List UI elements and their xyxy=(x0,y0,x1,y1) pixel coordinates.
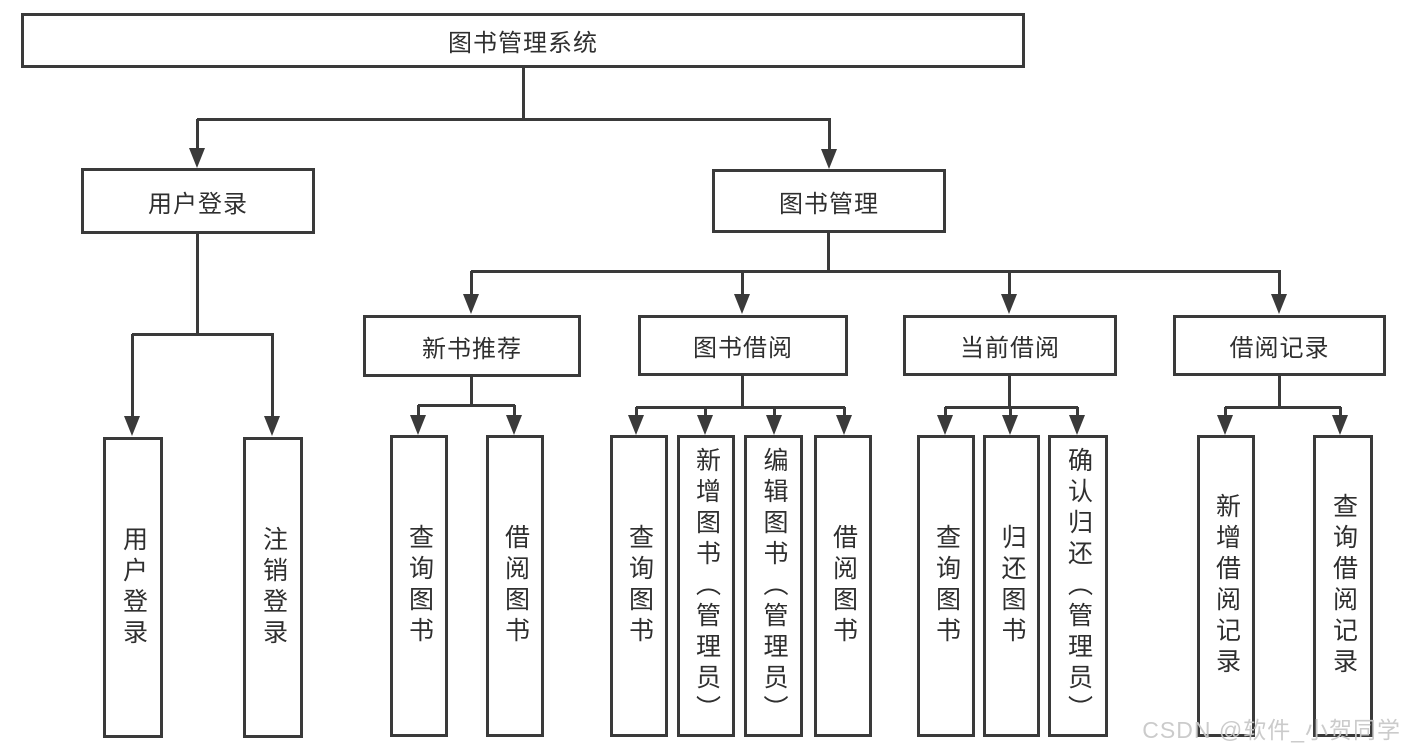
node-label: 借阅图书 xyxy=(501,524,530,648)
node-label: 图书借阅 xyxy=(693,335,793,362)
node-label: 借阅图书 xyxy=(829,524,858,648)
arrowhead-down-icon xyxy=(463,294,479,314)
connector-line xyxy=(1278,376,1281,407)
connector-line xyxy=(131,334,134,424)
arrowhead-down-icon xyxy=(1002,415,1018,435)
node-label: 归还图书 xyxy=(998,524,1026,648)
node-user-login-branch: 用户登录 xyxy=(81,168,315,234)
arrowhead-down-icon xyxy=(124,416,140,436)
node-label: 当前借阅 xyxy=(960,335,1060,362)
node-label: 查询借阅记录 xyxy=(1329,493,1358,679)
arrowhead-down-icon xyxy=(821,149,837,169)
connector-line xyxy=(271,334,274,424)
arrowhead-down-icon xyxy=(264,416,280,436)
connector-line xyxy=(1008,271,1011,305)
connector-line xyxy=(1278,271,1281,305)
connector-line xyxy=(196,119,199,159)
node-leaf-confirm-return-admin: 确认归还（管理员） xyxy=(1048,435,1108,737)
arrowhead-down-icon xyxy=(410,415,426,435)
watermark: CSDN @软件_小贺同学 xyxy=(1142,717,1401,743)
connector-line xyxy=(636,406,845,409)
node-leaf-logout: 注销登录 xyxy=(243,437,303,738)
connector-line xyxy=(1008,376,1011,407)
node-current-borrowing: 当前借阅 xyxy=(903,315,1117,376)
arrowhead-down-icon xyxy=(1217,415,1233,435)
arrowhead-down-icon xyxy=(937,415,953,435)
node-label: 图书管理 xyxy=(779,190,879,218)
node-new-book-recommend: 新书推荐 xyxy=(363,315,581,377)
node-label: 新增借阅记录 xyxy=(1212,493,1241,679)
connector-line xyxy=(196,234,199,334)
node-label: 借阅记录 xyxy=(1229,335,1330,362)
node-root: 图书管理系统 xyxy=(21,13,1025,68)
connector-line xyxy=(828,119,831,160)
connector-line xyxy=(470,377,473,405)
node-leaf-add-books-admin: 新增图书（管理员） xyxy=(677,435,735,737)
node-leaf-query-borrow-record: 查询借阅记录 xyxy=(1313,435,1373,737)
node-label: 编辑图书（管理员） xyxy=(760,446,788,726)
node-leaf-query-books-3: 查询图书 xyxy=(917,435,975,737)
node-label: 查询图书 xyxy=(932,524,961,648)
node-label: 查询图书 xyxy=(625,524,654,648)
node-label: 注销登录 xyxy=(259,525,288,650)
node-label: 确认归还（管理员） xyxy=(1064,446,1093,726)
node-label: 查询图书 xyxy=(405,524,434,648)
arrowhead-down-icon xyxy=(766,415,782,435)
connector-line xyxy=(741,376,744,407)
arrowhead-down-icon xyxy=(1332,415,1348,435)
arrowhead-down-icon xyxy=(628,415,644,435)
node-leaf-user-login: 用户登录 xyxy=(103,437,163,738)
connector-line xyxy=(132,333,274,336)
node-label: 新增图书（管理员） xyxy=(692,446,721,726)
arrowhead-down-icon xyxy=(697,415,713,435)
node-borrowing-records: 借阅记录 xyxy=(1173,315,1386,376)
arrowhead-down-icon xyxy=(734,294,750,314)
node-leaf-borrow-books-2: 借阅图书 xyxy=(814,435,872,737)
arrowhead-down-icon xyxy=(1069,415,1085,435)
connector-line xyxy=(197,118,831,121)
connector-line xyxy=(827,233,830,271)
node-label: 用户登录 xyxy=(148,190,248,218)
node-book-management-branch: 图书管理 xyxy=(712,169,946,233)
node-label: 用户登录 xyxy=(119,525,148,650)
arrowhead-down-icon xyxy=(189,148,205,168)
node-leaf-return-books: 归还图书 xyxy=(983,435,1040,737)
node-leaf-query-books-2: 查询图书 xyxy=(610,435,668,737)
node-leaf-query-books-1: 查询图书 xyxy=(390,435,448,737)
node-book-borrowing: 图书借阅 xyxy=(638,315,848,376)
node-leaf-add-borrow-record: 新增借阅记录 xyxy=(1197,435,1255,737)
arrowhead-down-icon xyxy=(1271,294,1287,314)
arrowhead-down-icon xyxy=(506,415,522,435)
connector-line xyxy=(470,271,473,305)
connector-line xyxy=(471,270,1281,273)
arrowhead-down-icon xyxy=(836,415,852,435)
node-label: 新书推荐 xyxy=(422,335,522,363)
node-leaf-borrow-books-1: 借阅图书 xyxy=(486,435,544,737)
connector-line xyxy=(418,404,515,407)
connector-line xyxy=(522,68,525,119)
node-leaf-edit-books-admin: 编辑图书（管理员） xyxy=(744,435,803,737)
connector-line xyxy=(741,271,744,305)
node-label: 图书管理系统 xyxy=(448,30,598,57)
arrowhead-down-icon xyxy=(1001,294,1017,314)
connector-line xyxy=(1225,406,1341,409)
